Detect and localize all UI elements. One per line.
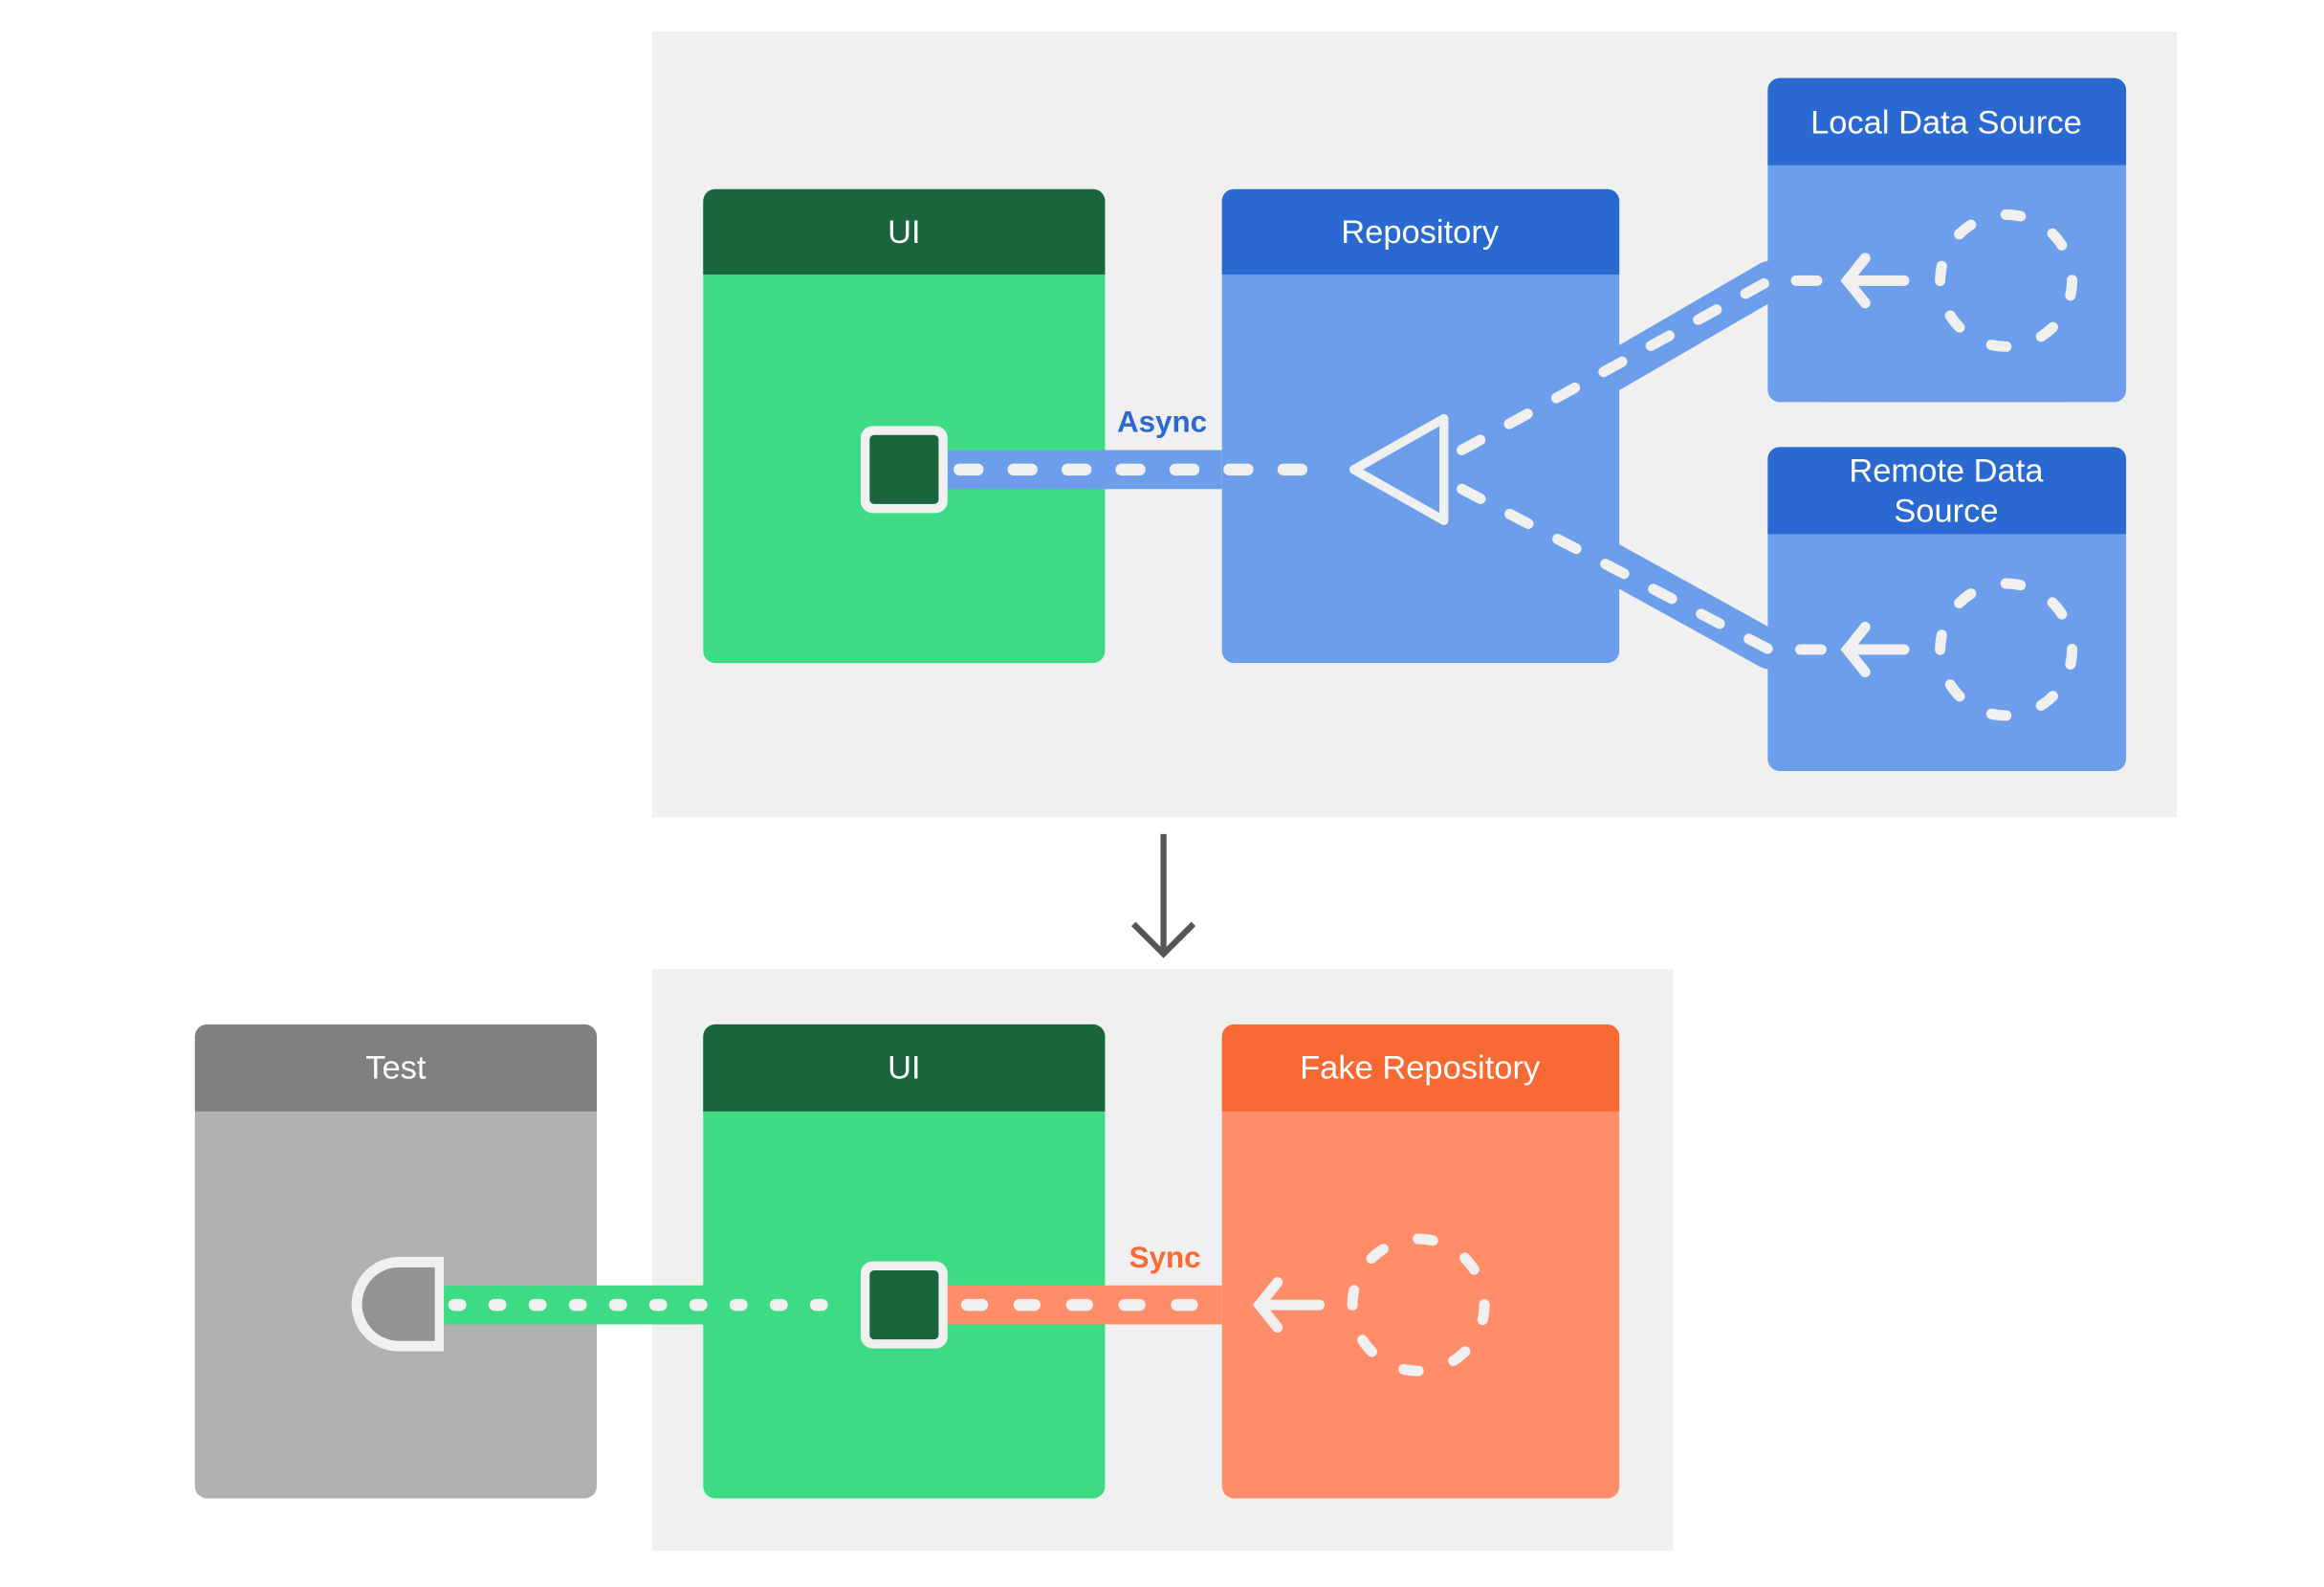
async-connector xyxy=(947,260,1845,670)
remote-data-source-title-2: Source xyxy=(1894,494,1998,530)
ui-box: UI xyxy=(703,188,1106,664)
async-label: Async xyxy=(1117,406,1207,439)
sync-label: Sync xyxy=(1129,1241,1201,1274)
repository-box: Repository xyxy=(1221,188,1620,664)
down-arrow-icon xyxy=(1130,833,1196,959)
local-data-source-title: Local Data Source xyxy=(1810,105,2082,142)
remote-arrow-icon xyxy=(1840,621,1910,677)
ui-component-square-icon-test xyxy=(860,1261,948,1349)
ui-component-square-icon xyxy=(860,426,948,514)
ui-title-test: UI xyxy=(888,1049,921,1086)
test-probe-icon xyxy=(351,1256,445,1352)
local-arrow-icon xyxy=(1840,253,1910,309)
fake-repository-box: Fake Repository xyxy=(1221,1024,1620,1499)
local-data-source-box: Local Data Source xyxy=(1767,77,2127,403)
ui-title: UI xyxy=(888,214,921,251)
remote-data-dashed-circle-icon xyxy=(1935,578,2078,721)
fake-repository-title: Fake Repository xyxy=(1300,1049,1541,1086)
fake-arrow-icon xyxy=(1252,1277,1326,1334)
repository-title: Repository xyxy=(1341,214,1500,251)
test-title: Test xyxy=(365,1049,427,1086)
fake-data-dashed-circle-icon xyxy=(1347,1233,1490,1377)
local-data-dashed-circle-icon xyxy=(1935,209,2078,352)
test-connector xyxy=(444,1285,863,1325)
sync-connector xyxy=(947,1285,1224,1325)
remote-data-source-title-1: Remote Data xyxy=(1849,452,2044,489)
merge-triangle-icon xyxy=(1348,413,1449,525)
remote-data-source-box: Remote Data Source xyxy=(1767,447,2127,771)
